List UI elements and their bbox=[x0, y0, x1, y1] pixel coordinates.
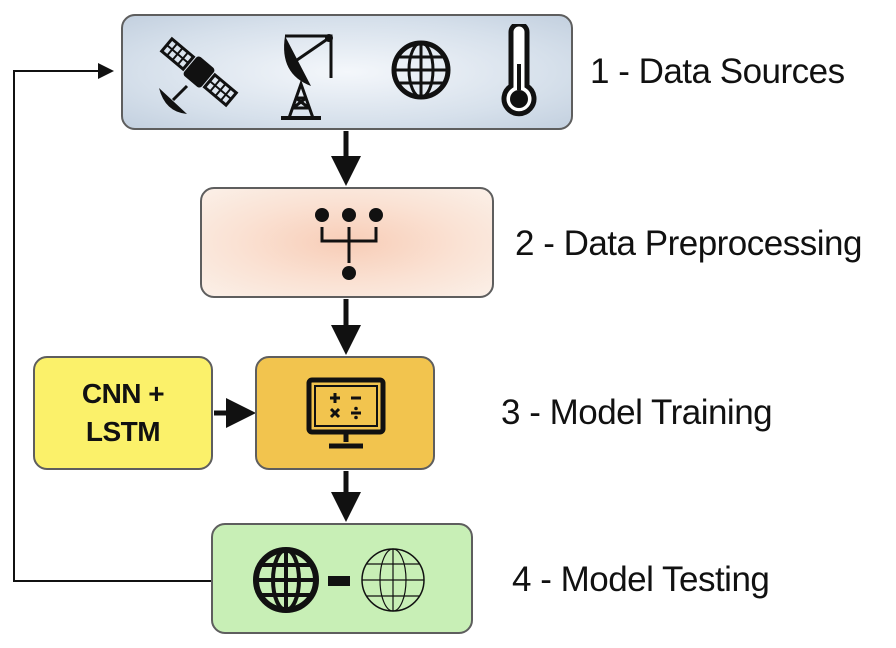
stage-label-data-preprocessing: 2 - Data Preprocessing bbox=[515, 224, 862, 263]
cnn-lstm-model-box: CNN + LSTM bbox=[33, 356, 213, 470]
model-label-line2: LSTM bbox=[85, 416, 161, 447]
satellite-icon bbox=[159, 36, 239, 114]
globe-thin-icon bbox=[361, 548, 425, 612]
model-label: CNN + LSTM bbox=[81, 375, 165, 451]
feedback-loop-arrow bbox=[13, 63, 211, 582]
globe-icon bbox=[391, 40, 451, 100]
stage-label-model-training: 3 - Model Training bbox=[501, 393, 773, 432]
minus-icon bbox=[328, 576, 350, 586]
stage-label-data-sources: 1 - Data Sources bbox=[590, 52, 845, 91]
model-training-box bbox=[255, 356, 435, 470]
radar-dish-icon bbox=[281, 34, 333, 120]
thermometer-icon bbox=[501, 24, 537, 117]
merge-dots-icon bbox=[315, 208, 383, 280]
data-preprocessing-box bbox=[200, 187, 494, 298]
stage-label-model-testing: 4 - Model Testing bbox=[512, 560, 770, 599]
model-label-line1: CNN + bbox=[81, 378, 165, 409]
globe-bold-icon bbox=[253, 547, 319, 613]
data-sources-box bbox=[121, 14, 573, 130]
calculator-monitor-icon bbox=[306, 377, 386, 449]
model-testing-box bbox=[211, 523, 473, 634]
